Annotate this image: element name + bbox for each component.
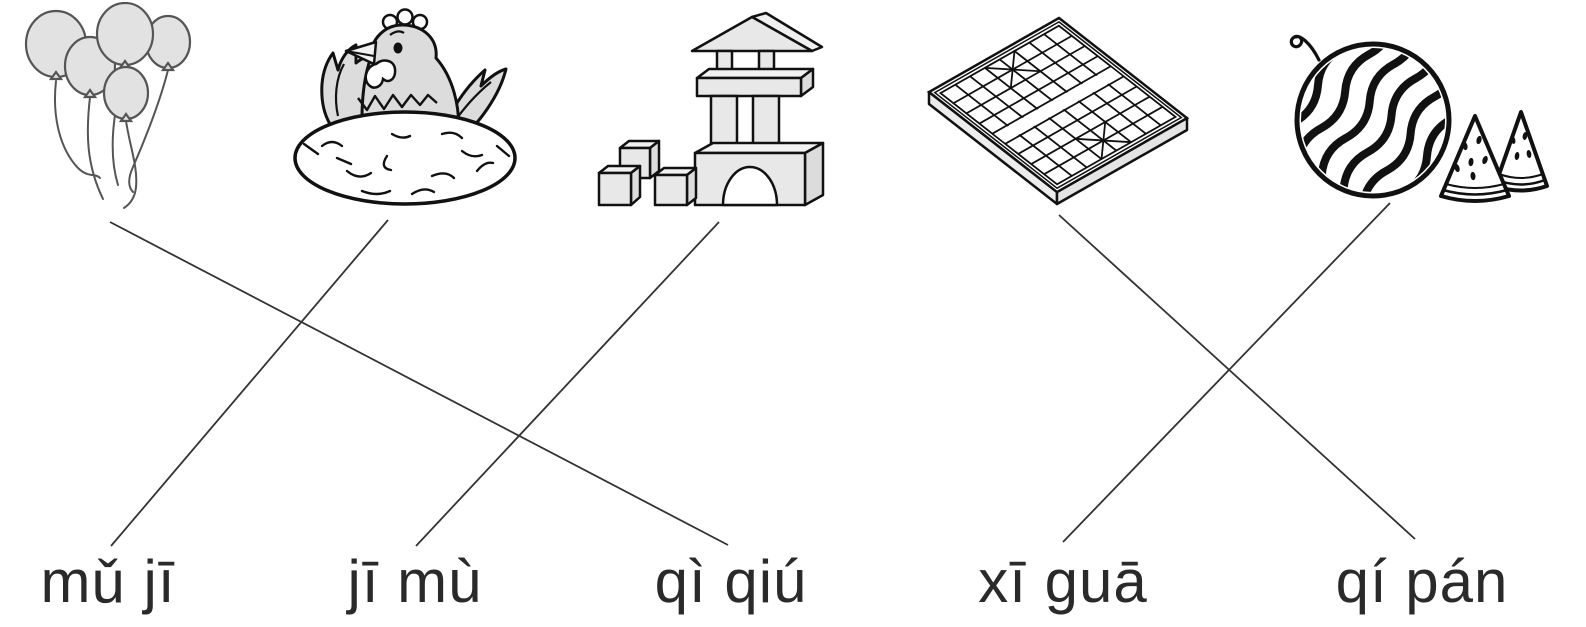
building-blocks-illustration	[597, 11, 825, 207]
balloons-picture[interactable]	[8, 2, 198, 220]
chess-board-picture[interactable]	[915, 8, 1195, 213]
match-line-chessboard-qi-pan	[1058, 214, 1416, 540]
balloons-illustration	[24, 2, 192, 209]
match-line-balloons-qi-qiu	[109, 221, 729, 546]
match-line-watermelon-xi-gua	[1062, 202, 1391, 543]
hen-on-nest-picture[interactable]	[292, 6, 522, 206]
building-blocks-picture[interactable]	[595, 3, 825, 213]
match-line-blocks-ji-mu	[415, 221, 720, 547]
chess-board-illustration	[915, 8, 1195, 206]
watermelon-illustration	[1289, 34, 1549, 203]
match-line-hen-mu-ji	[110, 219, 389, 547]
pinyin-label-ji-mu[interactable]: jī mù	[347, 548, 483, 615]
watermelon-picture[interactable]	[1263, 8, 1553, 208]
pinyin-label-xi-gua[interactable]: xī guā	[978, 548, 1148, 615]
hen-on-nest-illustration	[293, 8, 517, 206]
pinyin-label-mu-ji[interactable]: mǔ jī	[40, 548, 176, 615]
pinyin-label-qi-qiu[interactable]: qì qiú	[654, 548, 808, 615]
pinyin-label-qi-pan[interactable]: qí pán	[1335, 548, 1509, 615]
